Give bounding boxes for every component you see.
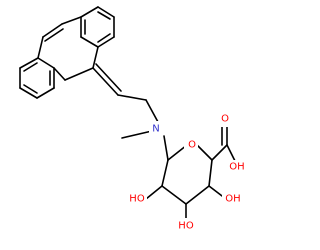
nitrogen-label: N xyxy=(152,124,159,135)
ring-oxygen-label: O xyxy=(188,140,196,151)
glucuronic-acid-ring xyxy=(161,135,213,205)
hydroxyl-bonds xyxy=(145,185,227,222)
atom-oh-3: OH xyxy=(222,192,244,207)
upper-benzene-ring xyxy=(80,6,115,48)
propylidene-chain xyxy=(92,63,159,139)
hydroxyl-label-right: OH xyxy=(225,194,240,205)
carbonyl-oxygen-label: O xyxy=(221,114,229,125)
acid-hydroxyl-label: OH xyxy=(229,162,244,173)
atom-acid-o: O xyxy=(219,112,233,127)
ring-fusion-bond xyxy=(53,67,66,81)
carboxylic-acid xyxy=(211,125,237,164)
hydroxyl-label-left: HO xyxy=(129,194,145,205)
seven-membered-ring xyxy=(37,16,99,81)
atom-n: N xyxy=(149,121,163,136)
atom-acid-oh: OH xyxy=(226,160,248,175)
atom-ho-2: HO xyxy=(175,218,197,233)
molecular-structure: N O O OH HO HO OH xyxy=(19,6,248,233)
dibenzocycloheptene-fragment xyxy=(19,6,115,99)
atom-ho-1: HO xyxy=(125,192,147,207)
atom-ring-o: O xyxy=(184,137,198,152)
hydroxyl-label-bottom: HO xyxy=(178,221,194,232)
lower-benzene-ring xyxy=(19,57,55,99)
